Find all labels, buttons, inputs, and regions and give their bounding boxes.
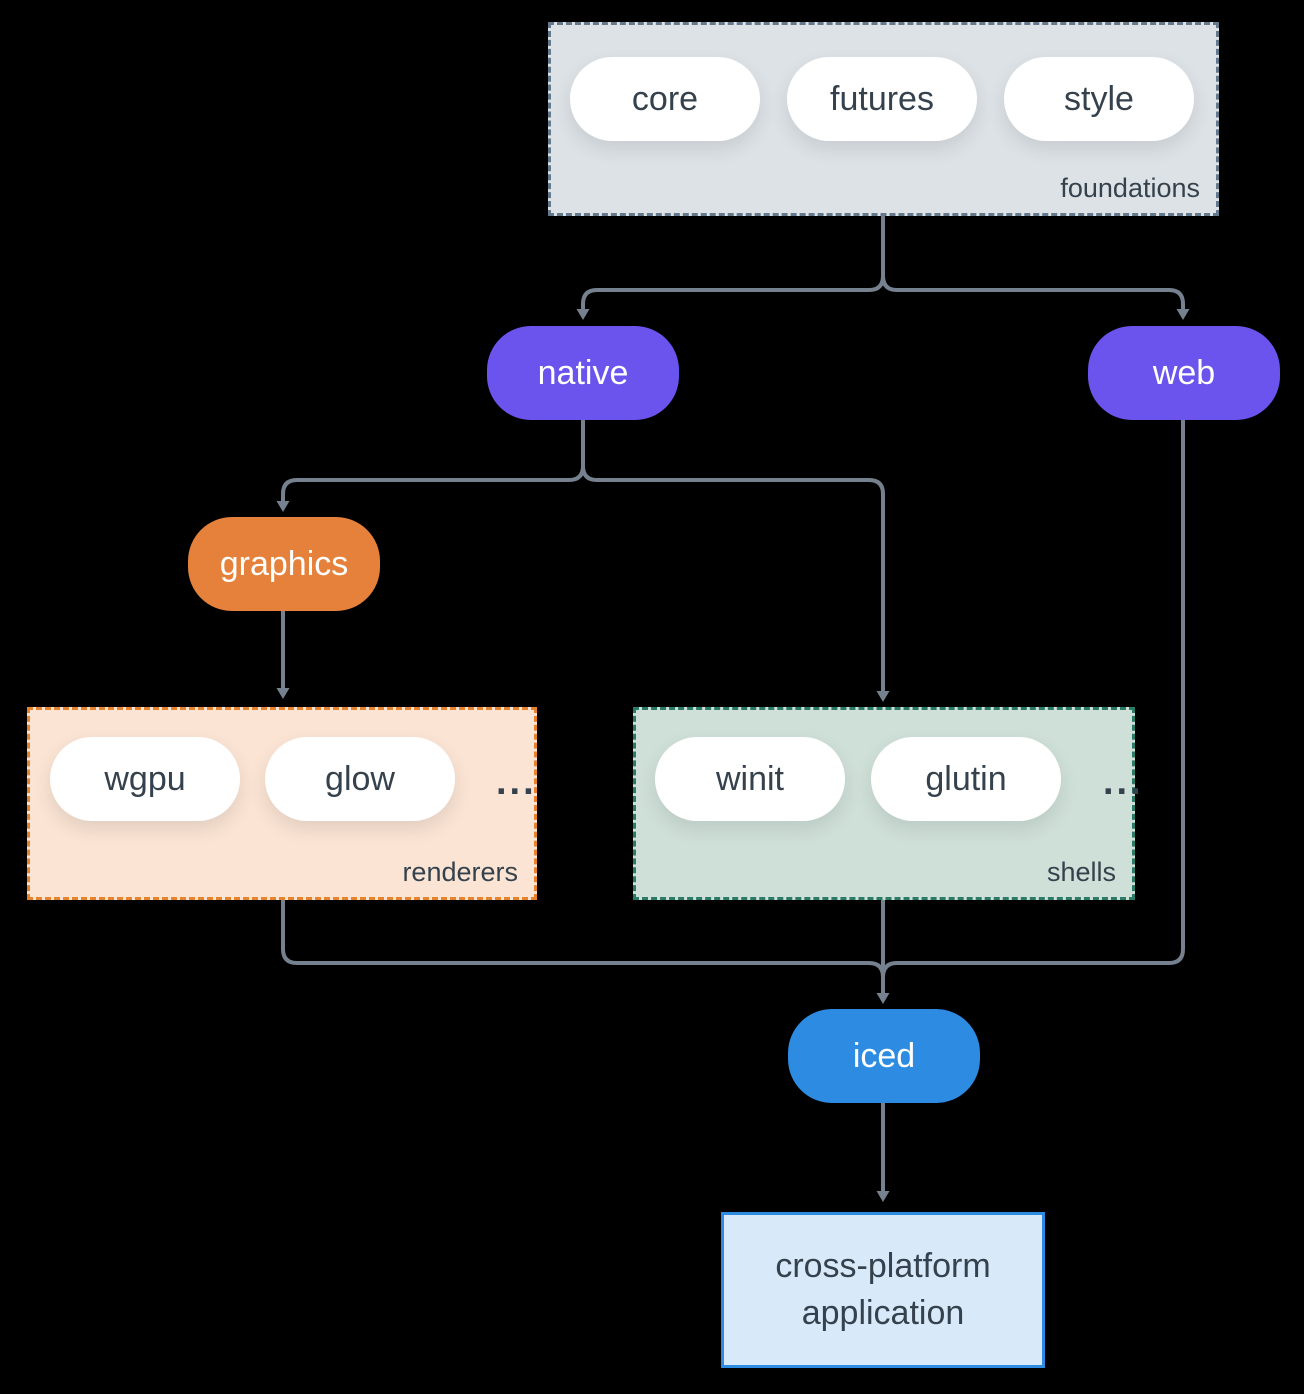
shells-pill-row: winit glutin ...: [636, 710, 1141, 821]
shells-ellipsis: ...: [1103, 760, 1144, 803]
node-core: core: [570, 57, 760, 141]
edge-native-graphics: [276, 420, 585, 512]
edge-renderers-iced: [281, 900, 885, 978]
shells-label: shells: [1046, 857, 1116, 887]
edge-native-shells: [581, 420, 890, 702]
renderers-label: renderers: [402, 857, 518, 887]
renderers-ellipsis: ...: [496, 760, 537, 803]
group-foundations: core futures style foundations: [548, 22, 1219, 216]
node-iced: iced: [788, 1009, 980, 1103]
foundations-pill-row: core futures style: [551, 25, 1216, 141]
node-futures: futures: [787, 57, 977, 141]
node-winit: winit: [655, 737, 845, 821]
node-web: web: [1088, 326, 1280, 420]
node-style: style: [1004, 57, 1194, 141]
node-graphics: graphics: [188, 517, 380, 611]
node-wgpu: wgpu: [50, 737, 240, 821]
node-glow: glow: [265, 737, 455, 821]
edge-foundations-web: [881, 216, 1190, 320]
node-native: native: [487, 326, 679, 420]
app-label-line2: application: [801, 1294, 965, 1332]
app-label-line1: cross-platform: [775, 1247, 991, 1285]
node-cross-platform-application: cross-platform application: [721, 1212, 1045, 1368]
renderers-pill-row: wgpu glow ...: [30, 710, 534, 821]
group-renderers: wgpu glow ... renderers: [27, 707, 537, 900]
foundations-label: foundations: [1060, 173, 1200, 203]
edge-foundations-native: [576, 216, 885, 320]
group-shells: winit glutin ... shells: [633, 707, 1141, 900]
node-glutin: glutin: [871, 737, 1061, 821]
